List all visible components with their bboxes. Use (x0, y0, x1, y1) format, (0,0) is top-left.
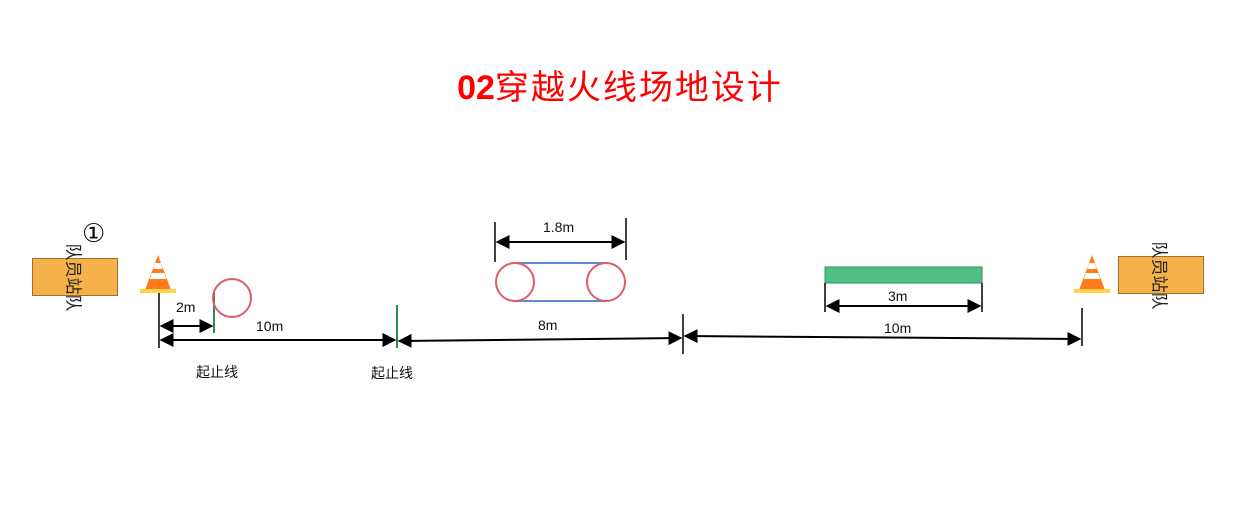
arrow-10m-b (683, 329, 1082, 346)
label-2m: 2m (176, 299, 196, 315)
label-1-8m: 1.8m (543, 219, 575, 235)
band-hoop-right (586, 262, 626, 302)
start-line-label-2: 起止线 (371, 366, 413, 382)
team-box-left: 队员站队 (32, 243, 118, 311)
traffic-cone-right-icon (1074, 255, 1110, 293)
marker-number: ① (82, 219, 106, 249)
bench-obstacle (824, 266, 983, 284)
label-10m-a: 10m (256, 318, 284, 334)
title-text: 穿越火线场地设计 (494, 68, 783, 108)
band-obstacle (495, 262, 626, 302)
band-hoop-left (495, 262, 535, 302)
label-10m-b: 10m (884, 320, 912, 336)
arrow-8m (397, 331, 683, 348)
team-box-right: 队员站队 (1118, 241, 1204, 309)
label-8m: 8m (538, 317, 558, 333)
title-number: 02 (457, 69, 495, 107)
page-title: 02穿越火线场地设计 (0, 60, 1240, 109)
traffic-cone-left-icon (140, 255, 176, 293)
hoop-ring (212, 278, 252, 318)
start-line-label-1: 起止线 (196, 365, 238, 381)
label-3m: 3m (888, 288, 908, 304)
